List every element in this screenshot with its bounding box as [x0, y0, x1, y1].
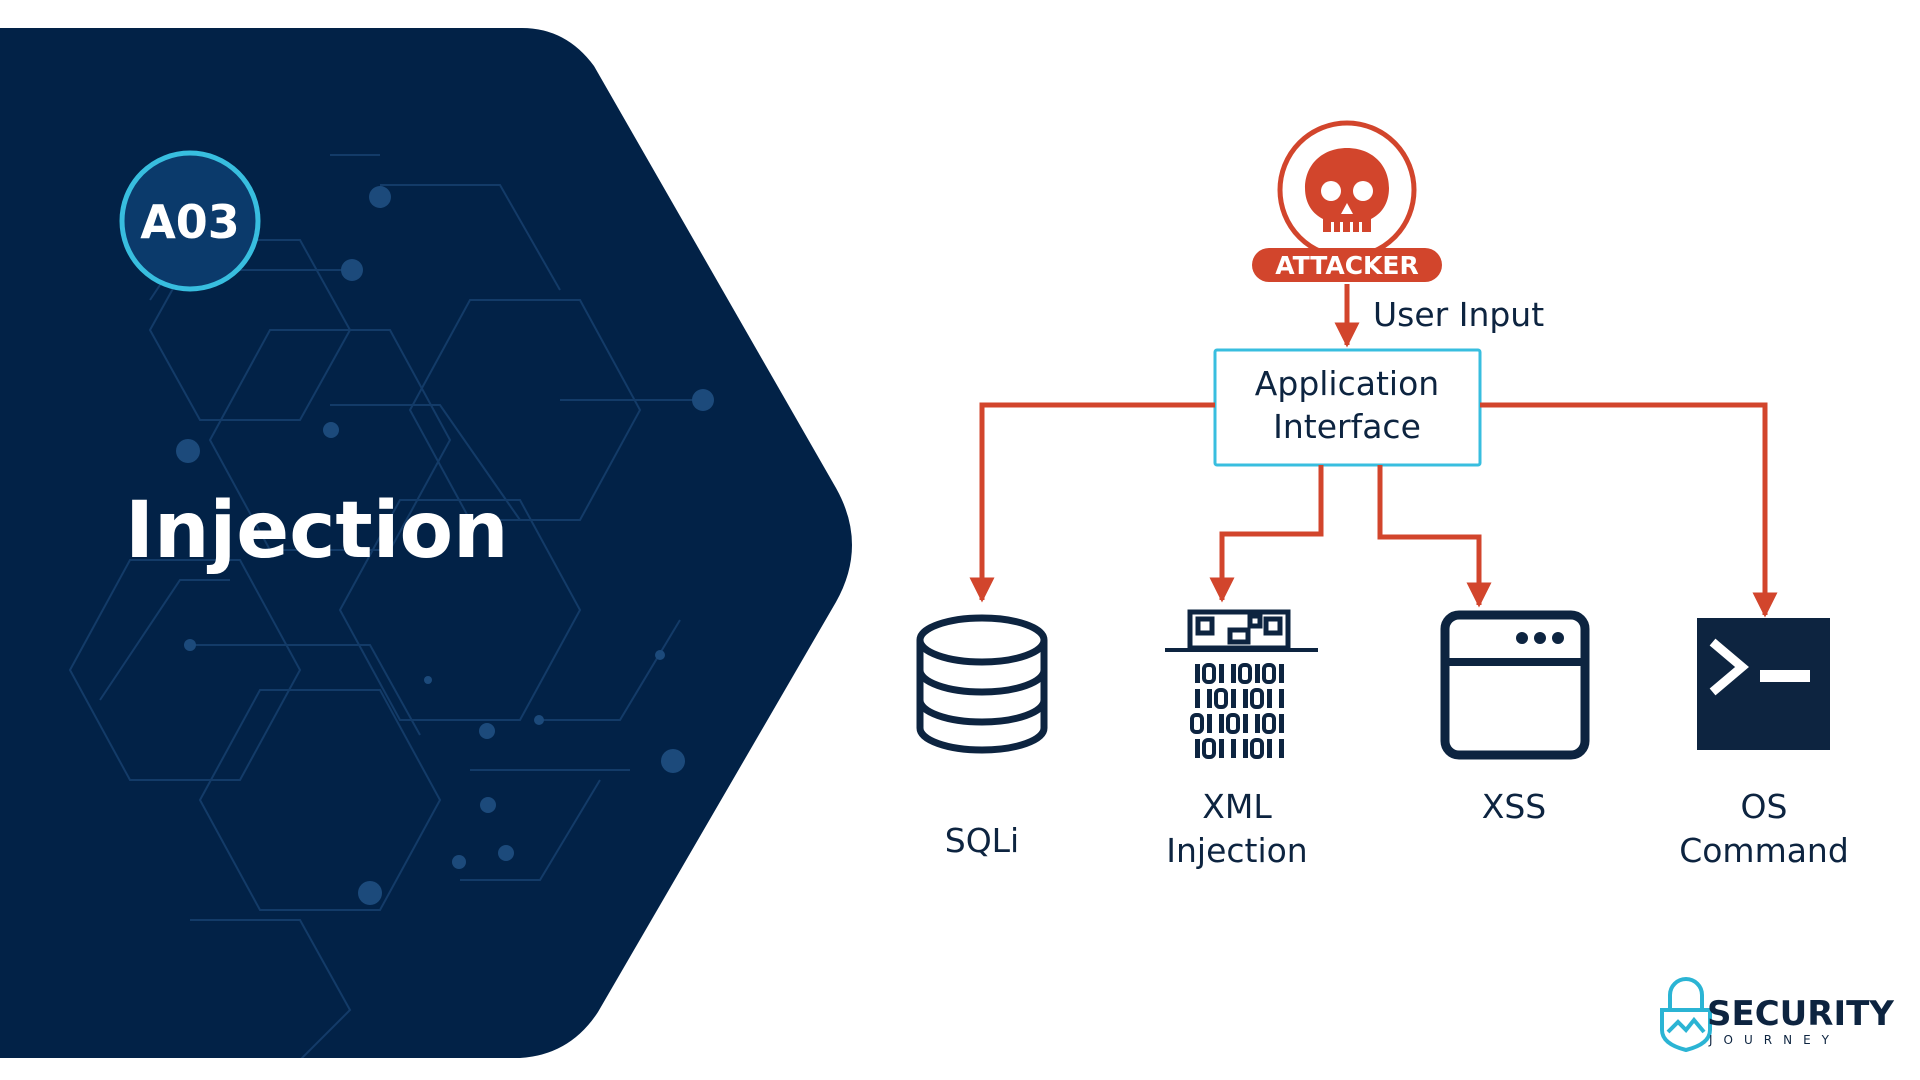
- terminal-icon: [1697, 618, 1830, 750]
- category-badge: A03: [119, 150, 261, 292]
- target-label-xml-line1: XML: [1202, 787, 1272, 826]
- connector-xss: [1377, 465, 1492, 608]
- circuit-nodes: [176, 186, 714, 905]
- browser-window-icon: [1440, 610, 1590, 760]
- target-label-os-line1: OS: [1741, 787, 1788, 826]
- flow-connectors: [969, 402, 1778, 618]
- attacker-node: ATTACKER: [1252, 120, 1442, 282]
- attacker-label: ATTACKER: [1275, 251, 1419, 280]
- brand-name: SECURITY: [1707, 994, 1894, 1034]
- skull-icon: [1305, 148, 1389, 232]
- target-label-xss: XSS: [1482, 787, 1547, 826]
- connector-xml: [1209, 465, 1324, 603]
- target-label-xml-line2: Injection: [1166, 831, 1307, 870]
- badge-label: A03: [140, 195, 240, 249]
- user-input-label: User Input: [1373, 295, 1544, 334]
- xml-code-icon: [1165, 609, 1318, 759]
- brand-logo: SECURITY JOURNEY: [1660, 977, 1894, 1053]
- connector-sqli: [969, 402, 1215, 603]
- database-icon: [916, 614, 1048, 754]
- brand-sub: JOURNEY: [1708, 1033, 1840, 1047]
- target-label-os-line2: Command: [1679, 831, 1849, 870]
- interface-label-line2: Interface: [1273, 407, 1421, 446]
- connector-os-command: [1480, 402, 1778, 618]
- application-interface-box: Application Interface: [1213, 348, 1482, 467]
- page-title: Injection: [125, 486, 509, 576]
- interface-label-line1: Application: [1255, 364, 1439, 403]
- shield-lock-icon: [1660, 977, 1712, 1053]
- target-label-sqli: SQLi: [945, 821, 1019, 860]
